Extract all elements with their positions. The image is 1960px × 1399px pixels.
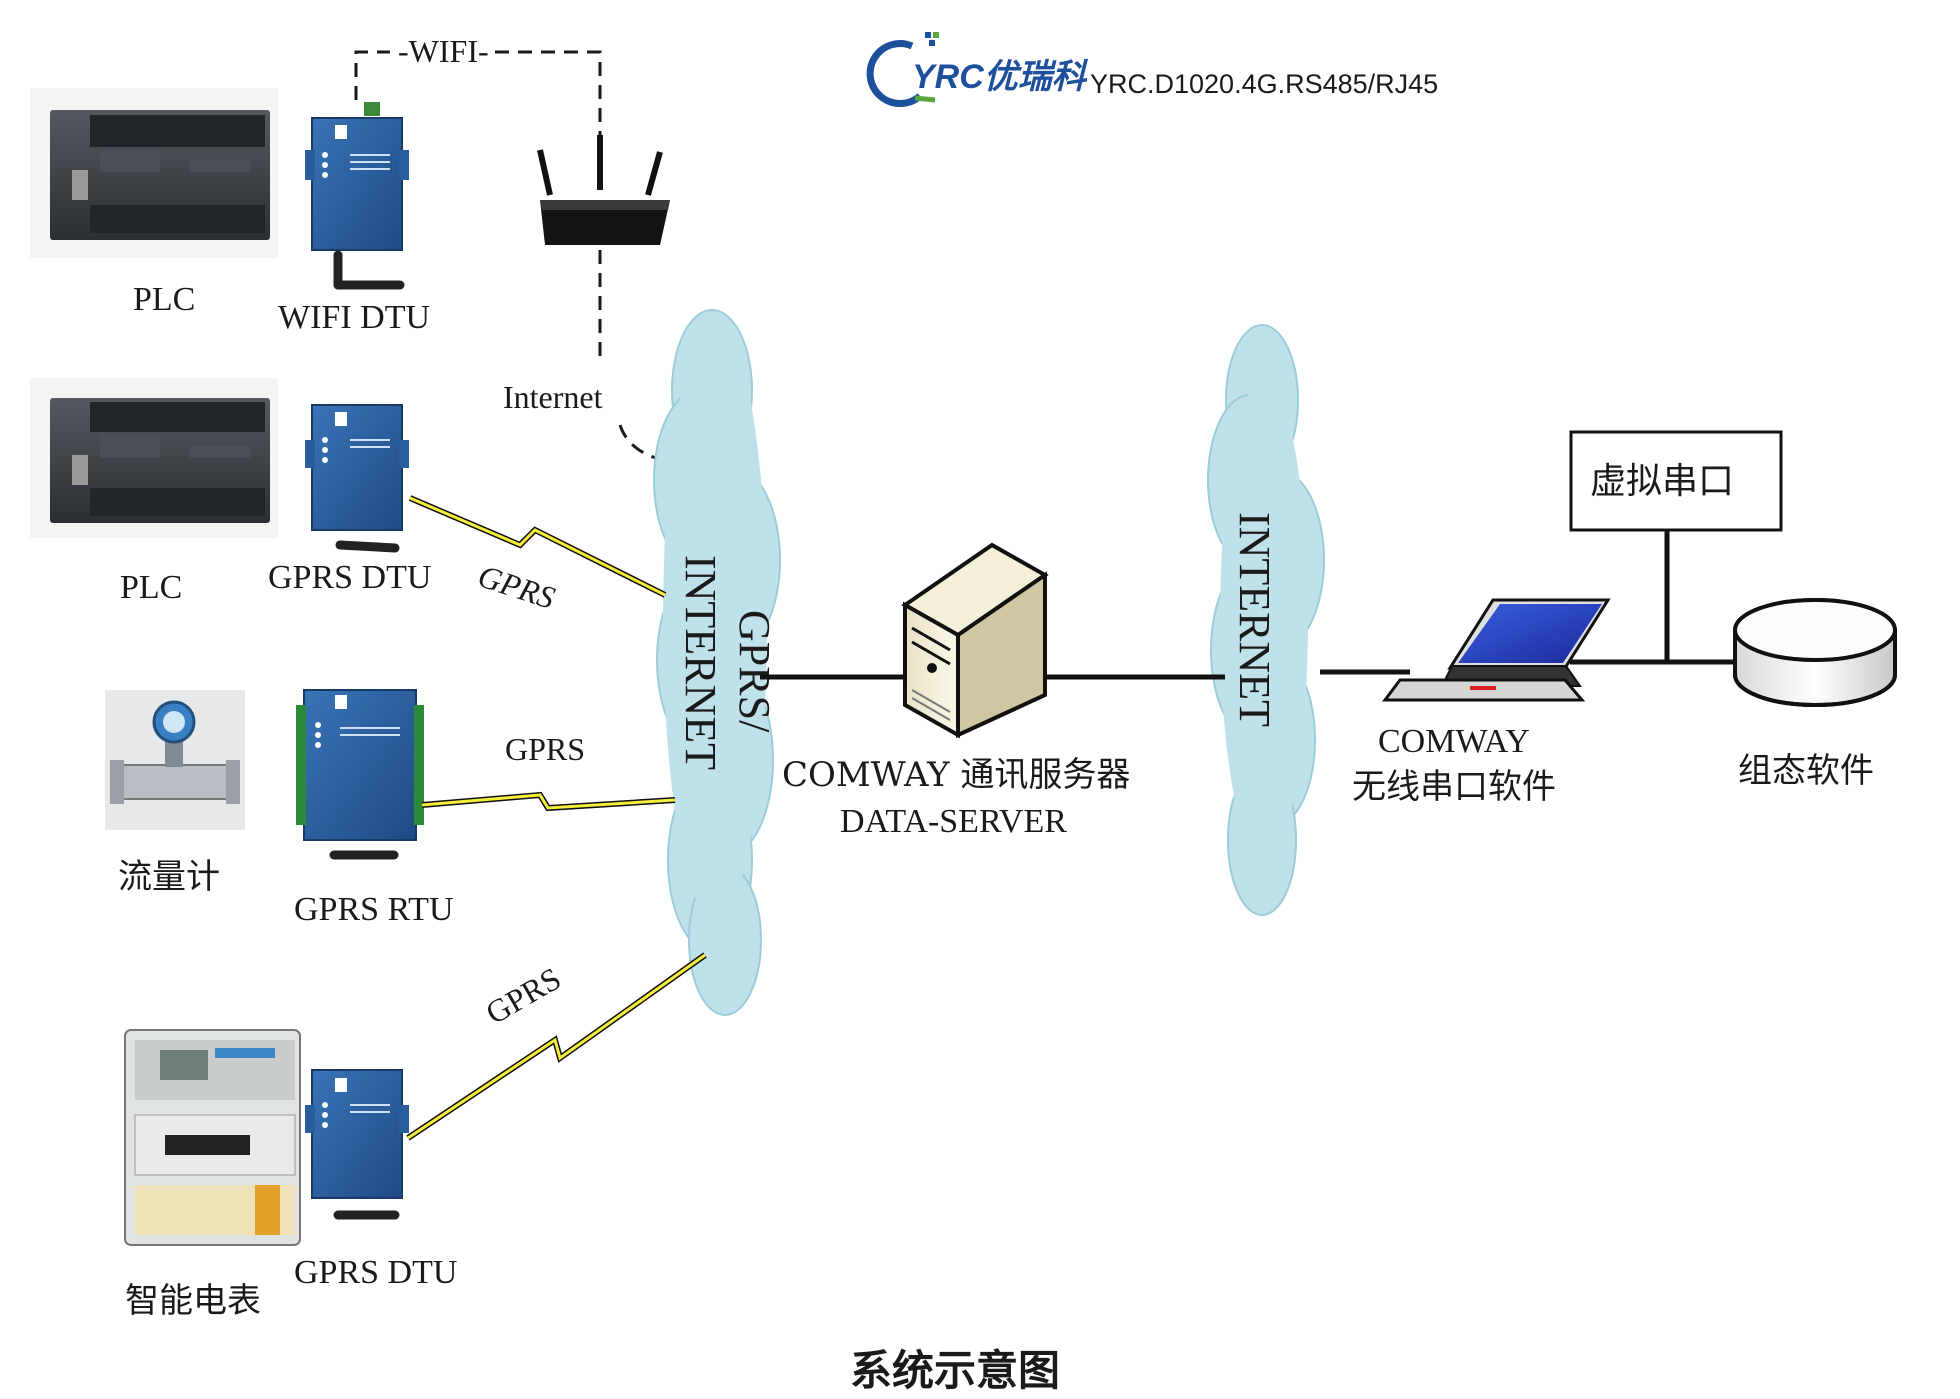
plc-2-label: PLC xyxy=(120,569,182,606)
smart-meter-label: 智能电表 xyxy=(125,1281,261,1321)
virtual-port-label: 虚拟串口 xyxy=(1590,461,1734,502)
smart-meter-image xyxy=(124,1029,301,1246)
cloud-left-label-internet: INTERNET xyxy=(676,555,725,770)
cloud-right-label: INTERNET xyxy=(1230,512,1279,727)
yrc-logo: YRC优瑞科 xyxy=(866,32,1089,108)
gprs-rtu-device xyxy=(296,689,424,860)
wifi-label: -WIFI- xyxy=(398,33,489,69)
cloud-internet xyxy=(1207,324,1325,916)
gprs-link-2 xyxy=(421,791,676,812)
virtual-port-box xyxy=(1569,430,1783,532)
software-label-line2: 无线串口软件 xyxy=(1352,767,1556,807)
server-label-line1: COMWAY 通讯服务器 xyxy=(782,755,1130,795)
scada-label: 组态软件 xyxy=(1738,751,1874,791)
database-top xyxy=(1733,598,1897,662)
flowmeter-label: 流量计 xyxy=(118,857,220,897)
plc-1-label: PLC xyxy=(133,281,195,318)
gprs-dtu-2-device xyxy=(305,1069,409,1220)
cloud-left-label-gprs: GPRS/ xyxy=(730,610,779,733)
gprs-rtu-label: GPRS RTU xyxy=(294,891,454,928)
flowmeter-image xyxy=(105,690,245,830)
logo-text: YRC优瑞科 xyxy=(912,58,1089,96)
internet-label: Internet xyxy=(503,379,603,415)
plc-1-image xyxy=(30,88,278,258)
server-label-line2: DATA-SERVER xyxy=(840,803,1067,840)
server-icon xyxy=(901,542,1049,739)
plc-2-image xyxy=(30,378,278,538)
wifi-dtu-device xyxy=(305,102,409,290)
database-bottom xyxy=(1733,674,1897,707)
wifi-dtu-label: WIFI DTU xyxy=(278,299,430,336)
gprs-link-1-label: GPRS xyxy=(474,557,560,615)
laptop-icon xyxy=(1382,598,1611,702)
model-number: YRC.D1020.4G.RS485/RJ45 xyxy=(1090,69,1438,99)
gprs-dtu-2-label: GPRS DTU xyxy=(294,1254,457,1291)
network-lines xyxy=(760,530,1735,680)
router-icon xyxy=(537,135,670,245)
diagram-caption: 系统示意图 xyxy=(850,1346,1060,1395)
gprs-link-2-label: GPRS xyxy=(505,731,585,767)
gprs-link-1 xyxy=(408,495,667,598)
gprs-link-3-label: GPRS xyxy=(480,960,567,1031)
gprs-dtu-1-device xyxy=(305,404,409,553)
cloud-gprs-internet xyxy=(653,309,781,1016)
gprs-link-3 xyxy=(406,952,707,1141)
gprs-dtu-1-label: GPRS DTU xyxy=(268,559,431,596)
software-label-line1: COMWAY xyxy=(1378,723,1530,760)
